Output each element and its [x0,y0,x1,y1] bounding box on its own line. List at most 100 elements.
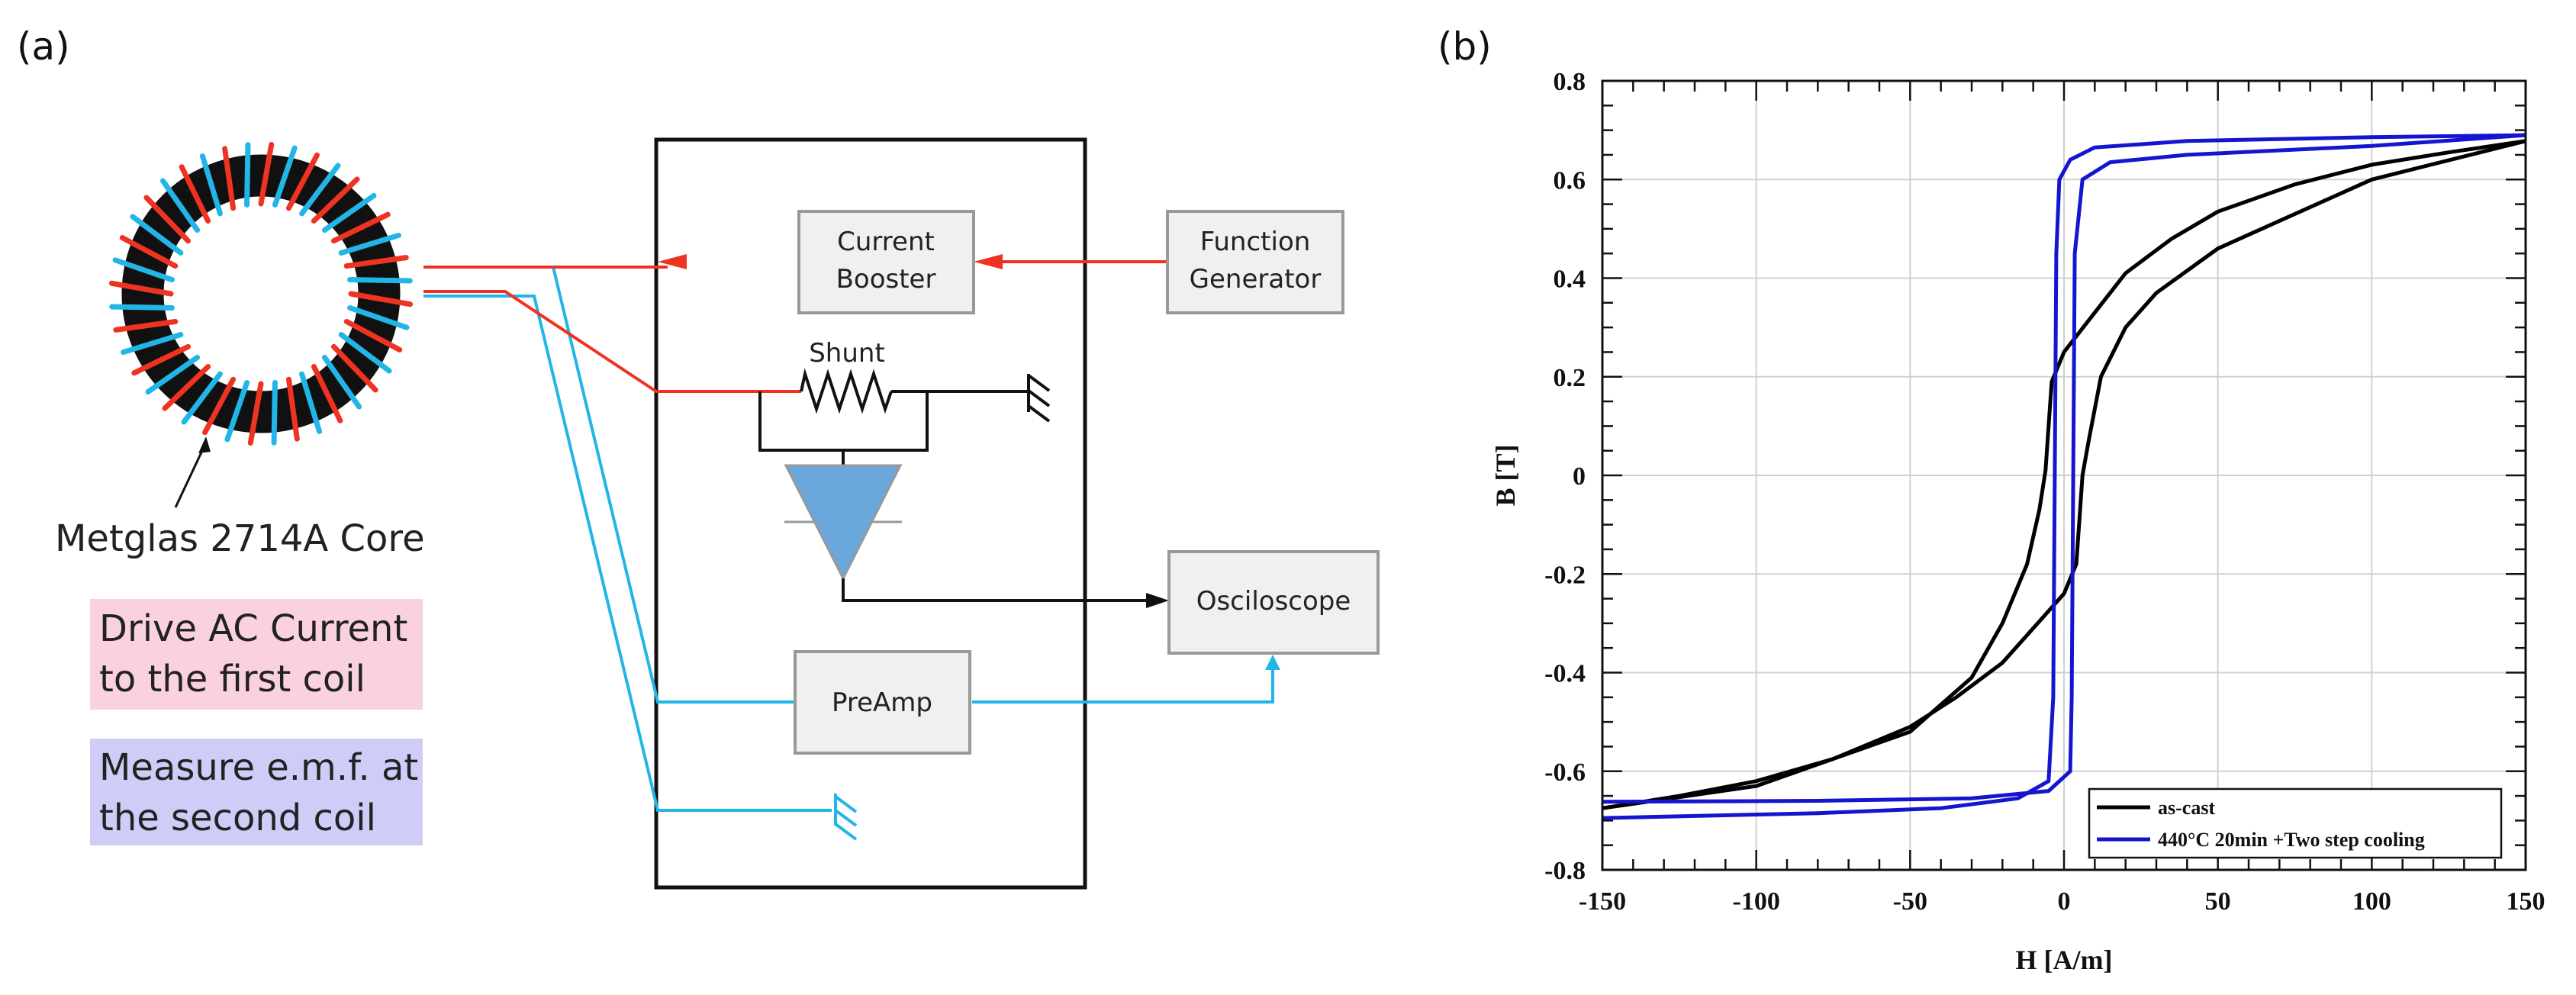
preamp-to-scope-arrowhead [1265,655,1280,670]
winding-turn [272,145,298,208]
coil-windings [108,141,414,446]
winding-turn [321,192,377,233]
amp-to-scope-wire [842,578,1154,602]
winding-turn [348,291,414,308]
winding-turn [179,164,211,224]
oscilloscope-label: Osciloscope [1196,586,1351,617]
winding-turn [330,211,391,244]
winding-turn [131,343,192,376]
winding-turn [321,354,362,410]
function-generator-block: Function Generator [1166,210,1344,314]
sense-wire-to-ground [423,295,832,812]
winding-turn [299,163,341,217]
winding-turn [108,280,174,297]
amp-to-scope-arrowhead [1146,593,1169,608]
winding-turn [181,371,223,425]
sense-wire-to-preamp [423,266,794,704]
current-booster-label-1: Current [837,227,935,257]
x-axis-label: H [A/m] [2016,945,2113,975]
drive-legend-line2: to the first coil [99,658,365,700]
winding-turn [311,363,343,423]
winding-turn [299,371,323,434]
preamp-box [794,650,971,755]
y-tick-label: 0.2 [1554,364,1586,392]
winding-turn [285,152,320,211]
core-pointer-arrowhead [198,436,211,453]
measure-legend-line1: Measure e.m.f. at [99,746,418,789]
chart-series [1602,133,2526,820]
series-annealed [1602,133,2526,820]
series-lower-branch [1602,139,2526,810]
y-tick-label: -0.2 [1544,561,1586,589]
winding-turn [202,376,237,436]
legend-label-annealed: 440°C 20min +Two step cooling [2158,829,2425,851]
x-tick-label: 50 [2205,887,2231,916]
winding-turn [121,332,184,356]
x-tick-label: 0 [2058,887,2071,916]
winding-turn [145,354,201,395]
coil-to-shunt-wire [423,290,801,393]
y-tick-label: 0 [1573,462,1586,491]
measure-legend-line2: the second coil [99,797,376,839]
series-as-cast [1602,139,2526,810]
winding-turn [258,141,275,207]
instrument-enclosure [654,137,1087,890]
winding-turn [119,235,179,269]
winding-turn [112,257,175,283]
winding-turn [330,343,378,393]
shunt-zigzag [800,368,893,414]
current-booster-box [797,210,975,314]
y-tick-label: -0.4 [1544,660,1586,688]
winding-turn [222,146,237,211]
winding-turn [109,304,175,311]
oscilloscope-block: Osciloscope [1167,550,1380,655]
legend-label-as-cast: as-cast [2158,797,2215,819]
panel-a-schematic: (a) Metglas 2714A Core Drive AC Current … [17,24,1380,890]
core-label: Metglas 2714A Core [55,517,425,560]
series-upper-branch [1602,133,2526,820]
generator-output-arrowhead [974,254,1003,269]
differential-amplifier [784,464,903,581]
current-booster-block: Current Booster [797,210,975,314]
current-booster-label-2: Booster [836,264,936,295]
chart-grid [1602,80,2526,871]
winding-turn [343,255,409,269]
y-tick-label: 0.4 [1554,266,1586,294]
panel-a-label: (a) [17,24,70,69]
x-tick-label: 150 [2507,887,2545,916]
winding-turn [247,381,264,446]
shunt-label: Shunt [809,338,885,369]
x-tick-label: -100 [1733,887,1780,916]
preamp-to-scope-wire [972,664,1274,704]
winding-turn [224,380,250,443]
winding-turn [159,178,201,233]
x-tick-label: 100 [2352,887,2391,916]
winding-turn [347,304,410,330]
preamp-block: PreAmp [794,650,971,755]
winding-turn [271,380,278,446]
function-generator-label-2: Generator [1190,264,1322,295]
toroidal-core [108,141,414,446]
y-axis-label: B [T] [1490,445,1521,507]
winding-turn [130,214,184,256]
y-tick-label: -0.8 [1544,857,1586,885]
winding-turn [113,318,179,333]
core-body [121,154,401,433]
y-tick-label: 0.8 [1554,68,1586,96]
winding-turn [338,332,392,374]
sense-ground-hatch-1 [834,795,858,813]
shunt-resistor [758,368,1051,467]
winding-turn [311,176,360,224]
winding-turn [347,277,413,284]
function-generator-box [1166,210,1344,314]
oscilloscope-box [1167,550,1380,655]
core-pointer-arrow [174,442,208,508]
drive-legend-line1: Drive AC Current [99,607,407,650]
winding-turn [343,318,403,353]
y-tick-label: 0.6 [1554,166,1586,195]
x-tick-label: -50 [1893,887,1927,916]
booster-output-arrowhead [658,254,687,269]
series-lower-branch [1602,133,2526,804]
